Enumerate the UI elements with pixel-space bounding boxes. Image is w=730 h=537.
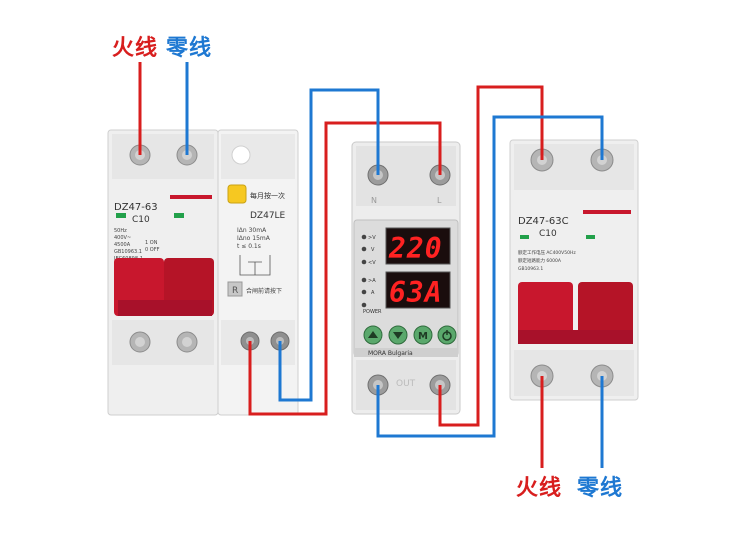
- test-button[interactable]: [227, 184, 247, 204]
- l-label-top: L: [437, 196, 442, 205]
- left-bottom-screw-1: [129, 331, 151, 353]
- voltage-protector: IN N L >V V <V >A A POWER 220 63A: [351, 141, 461, 415]
- rcd-spec-1: IΔn 30mA: [237, 227, 267, 234]
- power-button[interactable]: [437, 325, 457, 345]
- indicator-power: POWER: [363, 309, 382, 315]
- voltage-display: [385, 227, 451, 265]
- right-live-label: 火线: [516, 476, 563, 501]
- r-button-label: R: [232, 286, 238, 296]
- right-rating: C10: [539, 229, 557, 239]
- left-on-label: 1 ON: [145, 240, 158, 246]
- right-neutral-label: 零线: [577, 476, 624, 501]
- left-rcbo: 每月按一次 DZ47-63 C10 50Hz 400V~ 4500A GB109…: [107, 129, 299, 416]
- indicator-under-v: <V: [368, 260, 376, 266]
- left-spec-3: 4500A: [114, 242, 131, 248]
- protector-to-breaker-live: [438, 85, 544, 427]
- left-rating: C10: [132, 215, 150, 225]
- right-model: DZ47-63C: [518, 216, 569, 227]
- menu-button-label: M: [418, 331, 428, 342]
- indicator-v: V: [371, 247, 375, 253]
- right-spec-2: 额定短路能力 6000A: [518, 257, 562, 264]
- rcd-to-protector-live: [248, 121, 442, 416]
- left-live-label: 火线: [112, 36, 159, 61]
- reset-button[interactable]: [227, 281, 243, 297]
- protector-to-breaker-neutral: [376, 115, 604, 438]
- n-label-top: N: [371, 196, 377, 205]
- up-button[interactable]: [363, 325, 383, 345]
- rcd-to-protector-neutral: [278, 88, 380, 402]
- brand-label: MORA Bulgaria: [368, 350, 413, 357]
- left-spec-4: GB10963.1: [114, 249, 142, 255]
- indicator-over-v: >V: [368, 235, 376, 241]
- current-readout: 63A: [389, 276, 443, 309]
- right-breaker: DZ47-63C C10 额定工作电压 AC400V50Hz 额定短路能力 60…: [509, 139, 639, 401]
- left-spec-1: 50Hz: [114, 228, 127, 234]
- right-spec-1: 额定工作电压 AC400V50Hz: [518, 249, 576, 256]
- out-label: OUT: [396, 379, 416, 389]
- left-spec-2: 400V~: [114, 235, 131, 241]
- left-handle[interactable]: [114, 258, 214, 316]
- reset-note: 合闸前请按下: [246, 287, 282, 295]
- rcd-model: DZ47LE: [250, 211, 286, 221]
- rcd-spec-2: IΔno 15mA: [237, 235, 271, 242]
- right-handle[interactable]: [518, 282, 633, 344]
- current-display: [385, 271, 451, 309]
- indicator-a: A: [371, 290, 375, 296]
- left-model: DZ47-63: [114, 202, 158, 213]
- right-spec-3: GB10963.1: [518, 266, 543, 272]
- voltage-readout: 220: [388, 232, 443, 265]
- menu-button[interactable]: M: [413, 325, 433, 345]
- left-neutral-label: 零线: [166, 36, 213, 61]
- rcd-spec-3: t ≤ 0.1s: [237, 243, 261, 250]
- indicator-over-a: >A: [368, 278, 376, 284]
- down-button[interactable]: [388, 325, 408, 345]
- test-note: 每月按一次: [250, 191, 285, 200]
- left-bottom-screw-2: [176, 331, 198, 353]
- left-off-label: 0 OFF: [145, 247, 160, 253]
